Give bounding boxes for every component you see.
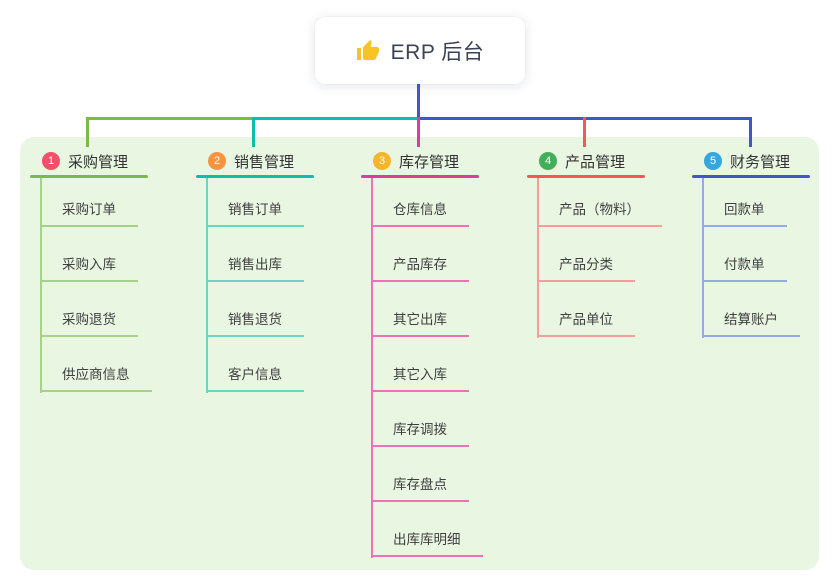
connector-drop-branch-5 xyxy=(749,117,752,147)
child-node[interactable]: 产品库存 xyxy=(371,256,469,282)
child-node[interactable]: 客户信息 xyxy=(206,366,304,392)
child-node[interactable]: 付款单 xyxy=(702,256,787,282)
branch-trunk xyxy=(40,178,42,393)
branch-badge: 2 xyxy=(208,152,226,170)
branch-underline xyxy=(196,175,314,178)
child-node[interactable]: 出库库明细 xyxy=(371,531,483,557)
branch-header[interactable]: 2 销售管理 xyxy=(196,148,294,174)
child-node[interactable]: 库存盘点 xyxy=(371,476,469,502)
branches-panel xyxy=(20,137,819,570)
connector-drop-branch-1 xyxy=(86,117,89,147)
branch-badge: 3 xyxy=(373,152,391,170)
child-node[interactable]: 产品（物料） xyxy=(537,201,662,227)
child-node[interactable]: 产品分类 xyxy=(537,256,635,282)
branch-badge: 1 xyxy=(42,152,60,170)
branch-underline xyxy=(692,175,810,178)
thumbs-up-icon xyxy=(356,39,380,63)
connector-root-drop xyxy=(417,84,420,117)
child-node[interactable]: 库存调拨 xyxy=(371,421,469,447)
branch-underline xyxy=(361,175,479,178)
branch-header[interactable]: 3 库存管理 xyxy=(361,148,459,174)
branch-label: 财务管理 xyxy=(730,153,791,171)
branch-label: 产品管理 xyxy=(565,153,626,171)
connector-bus-segment-1 xyxy=(86,117,252,120)
branch-underline xyxy=(527,175,645,178)
child-node[interactable]: 采购订单 xyxy=(40,201,138,227)
child-node[interactable]: 采购入库 xyxy=(40,256,138,282)
branch-label: 库存管理 xyxy=(399,153,460,171)
child-node[interactable]: 其它出库 xyxy=(371,311,469,337)
branch-label: 销售管理 xyxy=(234,153,295,171)
child-node[interactable]: 销售订单 xyxy=(206,201,304,227)
connector-drop-branch-2 xyxy=(252,117,255,147)
child-node[interactable]: 其它入库 xyxy=(371,366,469,392)
connector-bus-segment-2 xyxy=(252,117,417,120)
child-node[interactable]: 供应商信息 xyxy=(40,366,152,392)
branch-label: 采购管理 xyxy=(68,153,129,171)
branch-header[interactable]: 1 采购管理 xyxy=(30,148,128,174)
child-node[interactable]: 结算账户 xyxy=(702,311,800,337)
child-node[interactable]: 采购退货 xyxy=(40,311,138,337)
branch-header[interactable]: 5 财务管理 xyxy=(692,148,790,174)
child-node[interactable]: 回款单 xyxy=(702,201,787,227)
branch-trunk xyxy=(371,178,373,558)
root-node[interactable]: ERP 后台 xyxy=(315,17,525,84)
branch-underline xyxy=(30,175,148,178)
child-node[interactable]: 仓库信息 xyxy=(371,201,469,227)
branch-badge: 4 xyxy=(539,152,557,170)
branch-badge: 5 xyxy=(704,152,722,170)
branch-trunk xyxy=(206,178,208,393)
connector-drop-branch-3 xyxy=(417,117,420,147)
child-node[interactable]: 销售退货 xyxy=(206,311,304,337)
branch-trunk xyxy=(537,178,539,338)
child-node[interactable]: 销售出库 xyxy=(206,256,304,282)
connector-drop-branch-4 xyxy=(583,117,586,147)
branch-trunk xyxy=(702,178,704,338)
root-label: ERP 后台 xyxy=(390,40,485,64)
child-node[interactable]: 产品单位 xyxy=(537,311,635,337)
branch-header[interactable]: 4 产品管理 xyxy=(527,148,625,174)
